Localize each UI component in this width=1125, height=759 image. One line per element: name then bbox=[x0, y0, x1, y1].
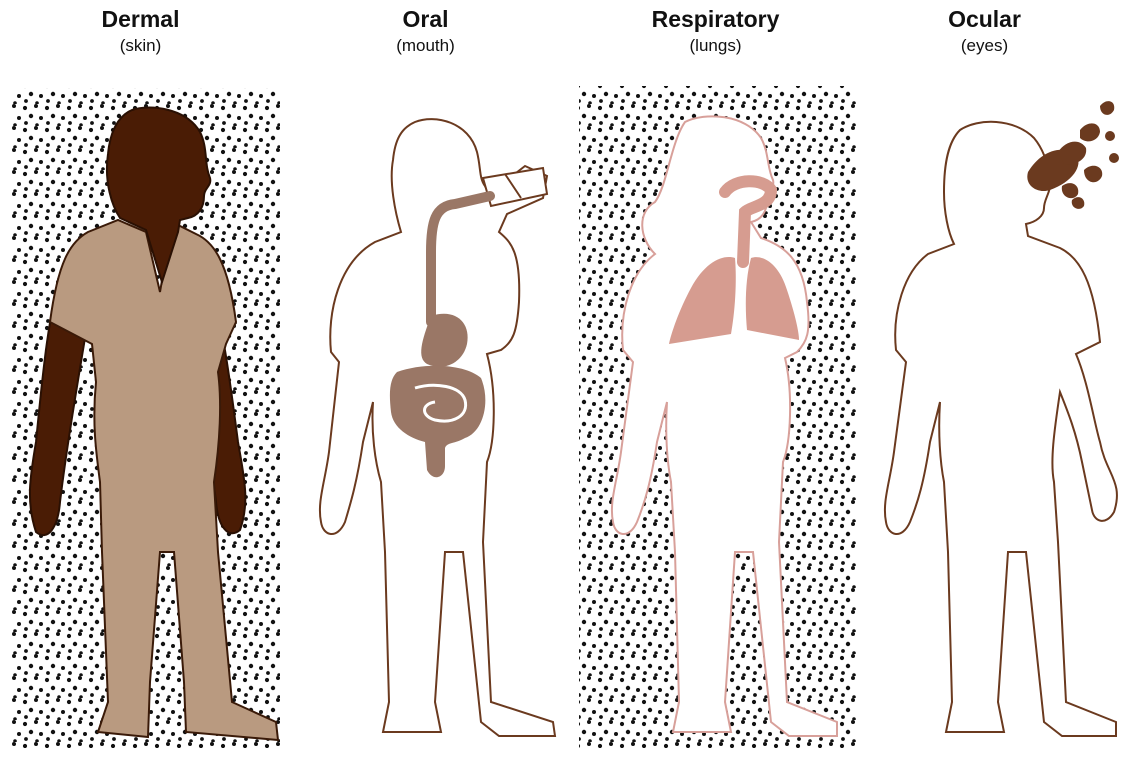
respiratory-panel: Respiratory (lungs) bbox=[575, 0, 856, 759]
respiratory-title: Respiratory bbox=[575, 6, 856, 32]
oral-title: Oral bbox=[285, 6, 566, 32]
ocular-exposure-figure bbox=[844, 82, 1125, 752]
ocular-subtitle: (eyes) bbox=[844, 36, 1125, 56]
dermal-title: Dermal bbox=[0, 6, 281, 32]
oral-exposure-figure bbox=[285, 82, 566, 752]
respiratory-exposure-figure bbox=[575, 82, 856, 752]
oral-panel: Oral (mouth) bbox=[285, 0, 566, 759]
dermal-exposure-figure bbox=[0, 82, 281, 752]
respiratory-subtitle: (lungs) bbox=[575, 36, 856, 56]
body-outline bbox=[885, 122, 1117, 736]
ocular-title: Ocular bbox=[844, 6, 1125, 32]
ocular-panel: Ocular (eyes) bbox=[844, 0, 1125, 759]
dermal-subtitle: (skin) bbox=[0, 36, 281, 56]
dermal-panel: Dermal (skin) bbox=[0, 0, 281, 759]
oral-subtitle: (mouth) bbox=[285, 36, 566, 56]
